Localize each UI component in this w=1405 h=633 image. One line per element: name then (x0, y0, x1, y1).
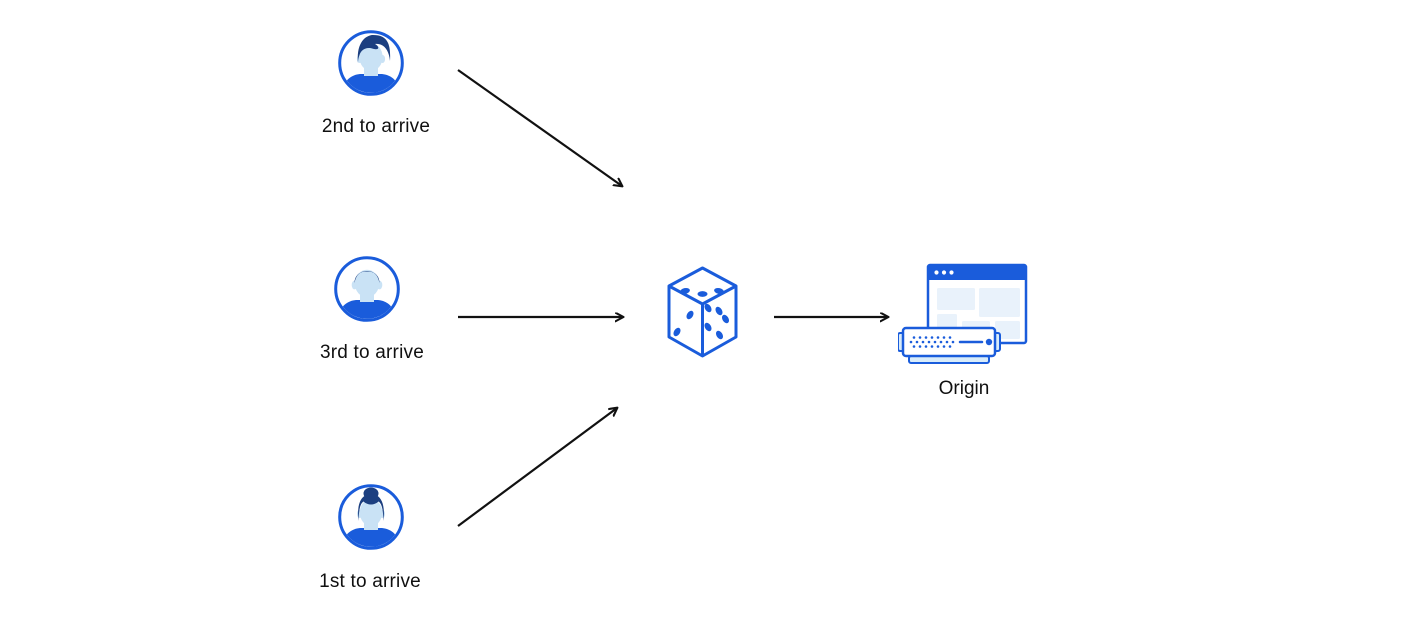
female-avatar-bun-icon (338, 484, 404, 550)
origin-server-icon (898, 263, 1028, 364)
user-label-1st: 1st to arrive (319, 571, 421, 592)
dice-icon (667, 266, 738, 358)
user-label-2nd: 2nd to arrive (321, 116, 431, 137)
male-avatar-short-hair-icon (334, 256, 400, 322)
origin-label: Origin (938, 378, 990, 399)
server-unit (898, 326, 1001, 364)
arrow-user-2nd-to-dice (457, 69, 622, 186)
arrow-user-1st-to-dice (457, 408, 617, 527)
user-label-3rd: 3rd to arrive (320, 342, 424, 363)
male-avatar-swept-hair-icon (338, 30, 404, 96)
server-dot-grid (909, 336, 955, 348)
dice-pips (673, 287, 730, 340)
browser-window (926, 263, 1028, 345)
